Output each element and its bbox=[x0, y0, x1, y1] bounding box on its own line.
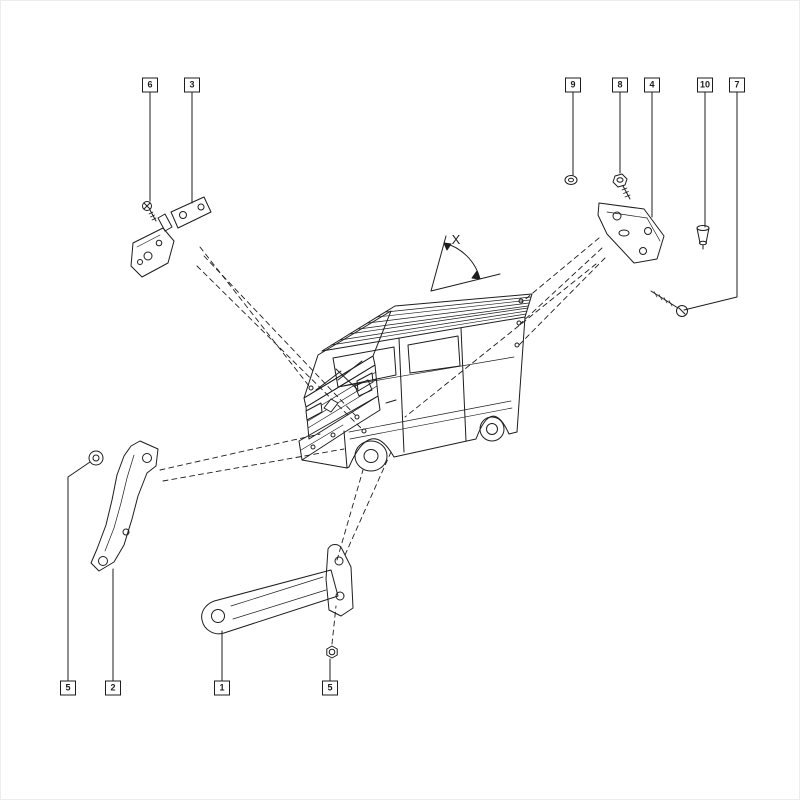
callout-box-10: 10 bbox=[696, 77, 714, 93]
part-bolt-6 bbox=[142, 201, 157, 222]
part-nut-5 bbox=[326, 645, 338, 659]
callout-box-5-bottom: 5 bbox=[322, 680, 338, 696]
dimension-x-annotation: X bbox=[430, 232, 501, 292]
headlight-left-icon bbox=[305, 402, 323, 421]
van-illustration bbox=[298, 293, 533, 472]
part-lower-hinge bbox=[130, 227, 175, 278]
artwork-root: X bbox=[67, 91, 738, 682]
headlight-right-icon bbox=[356, 372, 374, 392]
van-front bbox=[298, 355, 381, 469]
callout-box-4: 4 bbox=[644, 77, 660, 93]
dimension-label: X bbox=[452, 232, 461, 247]
part-upper-hinge-3 bbox=[157, 196, 212, 232]
part-washer-5-left bbox=[88, 450, 104, 466]
callout-box-6: 6 bbox=[142, 77, 158, 93]
part-spacer-10 bbox=[696, 225, 710, 250]
callout-box-5-left: 5 bbox=[60, 680, 76, 696]
part-bracket-2 bbox=[90, 440, 159, 572]
van-wheel-front bbox=[354, 440, 388, 472]
part-bracket-4 bbox=[597, 202, 665, 264]
callout-box-8: 8 bbox=[612, 77, 628, 93]
van-roof bbox=[321, 293, 533, 352]
callout-box-2: 2 bbox=[105, 680, 121, 696]
arrowhead-icon bbox=[471, 270, 481, 280]
callout-box-7: 7 bbox=[729, 77, 745, 93]
callout-box-3: 3 bbox=[184, 77, 200, 93]
part-arm-1 bbox=[201, 544, 354, 635]
callout-box-9: 9 bbox=[565, 77, 581, 93]
part-washer-9 bbox=[564, 175, 578, 185]
part-screw-7 bbox=[650, 290, 688, 317]
callout-box-1: 1 bbox=[214, 680, 230, 696]
van-wheel-rear bbox=[479, 416, 505, 442]
van-side bbox=[308, 298, 526, 469]
brand-diamond-icon bbox=[323, 398, 339, 413]
van-mirror bbox=[335, 368, 373, 397]
arrowhead-icon bbox=[443, 242, 452, 251]
dashed-reference-lines bbox=[159, 237, 606, 645]
leader-lines bbox=[67, 91, 738, 682]
part-bolt-8 bbox=[612, 173, 631, 200]
